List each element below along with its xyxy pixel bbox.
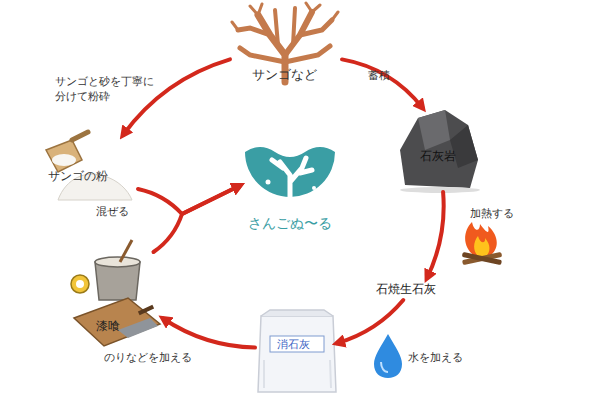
- coral-node: サンゴなど: [230, 2, 342, 84]
- bucket-rim: [95, 257, 140, 267]
- coral-branch: [275, 10, 278, 45]
- bag-fold: [264, 360, 331, 388]
- coral-branch: [240, 48, 285, 62]
- logo-coral: [272, 158, 312, 205]
- edge-label: 水を加える: [408, 350, 478, 365]
- scoop-handle: [72, 132, 88, 140]
- flame-core: [474, 236, 489, 258]
- flow-arrow: [154, 186, 241, 253]
- quicklime-node: 石焼生石灰: [370, 278, 465, 300]
- flow-arrow: [138, 186, 240, 215]
- plaster-node: 漆喰: [68, 252, 163, 347]
- stir-stick: [120, 240, 132, 262]
- logo-bubble: [312, 186, 316, 190]
- rock-node: 石灰岩: [398, 108, 480, 192]
- bag-illustration: [258, 310, 336, 392]
- rock-facet: [418, 110, 450, 150]
- log: [462, 252, 502, 265]
- logo-illustration: [245, 147, 335, 205]
- rock-shape: [400, 110, 478, 188]
- flow-arrow: [163, 319, 255, 348]
- node-text: サンゴの粉: [48, 168, 108, 185]
- node-text: 漆喰: [96, 318, 120, 335]
- bag-top: [261, 310, 333, 316]
- rock-illustration: [400, 110, 480, 193]
- edge-label: 蓄積: [368, 68, 408, 83]
- plaster-illustration: [71, 240, 160, 346]
- coral-tip: [232, 3, 338, 30]
- edge-label: サンゴと砂を丁寧に分けて粉砕: [55, 74, 155, 104]
- powder-illustration: [46, 132, 132, 200]
- slaked-lime-bag: 消石灰: [255, 308, 337, 396]
- node-text: 消石灰: [277, 337, 310, 352]
- edge-label: 加熱する: [470, 206, 530, 221]
- logo-node: さんごぬ〜る: [240, 125, 345, 235]
- bag-body: [258, 316, 336, 392]
- fire-illustration: [462, 222, 502, 265]
- node-text: 石焼生石灰: [376, 281, 436, 298]
- coral-branch: [285, 46, 330, 62]
- coral-branch: [238, 28, 270, 35]
- coral-branch: [300, 20, 332, 35]
- trowel: [118, 318, 158, 338]
- node-text: さんごぬ〜る: [248, 215, 332, 233]
- flow-arrow: [123, 59, 230, 135]
- rock-shadow: [400, 187, 480, 193]
- log: [462, 252, 502, 265]
- edge-label: 混ぜる: [96, 204, 141, 219]
- flow-arrow: [337, 300, 403, 343]
- node-text: 石灰岩: [420, 148, 456, 165]
- flow-arrow: [342, 59, 423, 108]
- logo-bubble: [266, 180, 271, 185]
- tape-hole: [76, 280, 84, 288]
- coral-powder-node: サンゴの粉: [38, 135, 138, 207]
- edge-label: のりなどを加える: [104, 350, 204, 365]
- hawk-board: [74, 298, 160, 346]
- tape-roll: [71, 275, 89, 293]
- flame: [465, 222, 497, 258]
- water-drop: [374, 334, 402, 378]
- scoop: [46, 140, 82, 172]
- trowel-handle: [138, 305, 154, 315]
- coral-branch: [293, 8, 295, 45]
- scoop-powder: [52, 154, 76, 166]
- flow-arrow: [427, 192, 444, 278]
- drop-shine: [381, 362, 388, 372]
- node-text: サンゴなど: [252, 66, 317, 84]
- bag-label-band: [270, 336, 324, 352]
